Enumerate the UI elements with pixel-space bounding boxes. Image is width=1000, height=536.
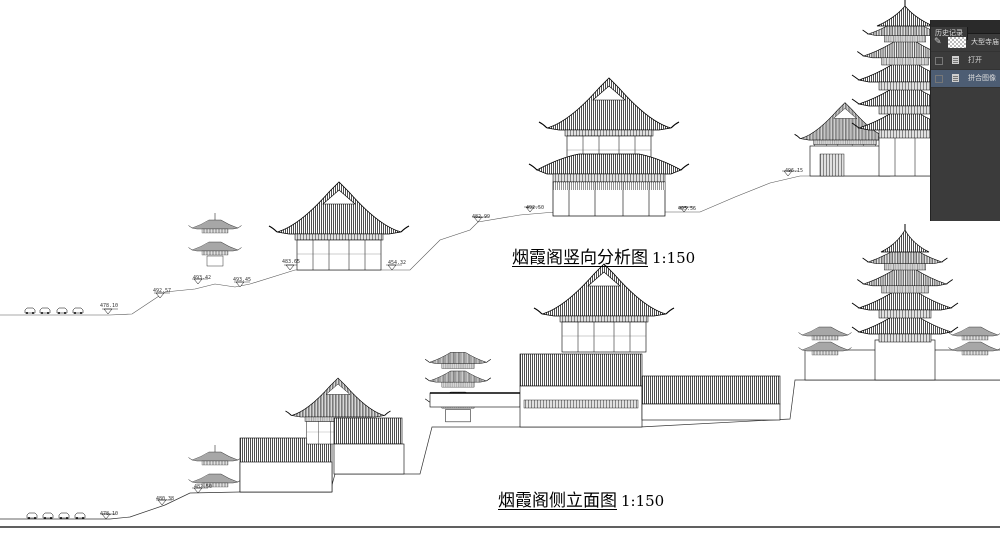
history-item-open[interactable]: 打开 [931,52,1000,70]
side-elevation-scale: 1:150 [621,492,665,510]
elevation-label: 492.50 [526,205,545,211]
elevation-label: 480.38 [156,496,175,502]
elevation-label: 493.42 [193,275,212,281]
snapshot-label: 大型寺庙 [971,38,999,46]
elevation-label: 482.99 [472,214,491,220]
elevation-label: 496.15 [785,168,804,174]
side-elevation-drawing [0,224,1000,528]
history-item-label: 拼合图像 [968,74,996,82]
history-snapshot[interactable]: ✎ 大型寺庙 [931,34,1000,52]
elevation-label: 478.10 [100,303,119,309]
history-item-flatten[interactable]: 拼合图像 [931,70,1000,88]
document-icon [952,74,959,82]
history-panel-header: 历史记录 [931,20,1000,40]
elevation-label: 478.10 [100,511,119,517]
history-brush-icon[interactable]: ✎ [934,37,942,47]
document-icon [952,56,959,64]
history-checkbox[interactable] [935,75,943,83]
pagoda-top [851,0,959,177]
elevation-label: 482.50 [194,484,213,490]
elevation-label: 495.56 [678,206,697,212]
elevation-label: 492.57 [153,288,172,294]
side-elevation-title-text: 烟霞阁侧立面图 [498,491,617,511]
elevation-label: 483.65 [282,259,301,265]
elevation-label: 454.32 [388,260,407,266]
history-item-label: 打开 [968,56,982,64]
vertical-analysis-title-text: 烟霞阁竖向分析图 [512,248,648,268]
elevation-label: 493.45 [233,277,252,283]
vertical-analysis-drawing [0,0,959,316]
tab-history[interactable]: 历史记录 [931,27,968,40]
history-checkbox[interactable] [935,57,943,65]
vertical-analysis-scale: 1:150 [652,249,696,267]
history-panel[interactable]: 历史记录 ✎ 大型寺庙 打开 拼合图像 [930,20,1000,221]
snapshot-thumbnail [948,37,966,48]
